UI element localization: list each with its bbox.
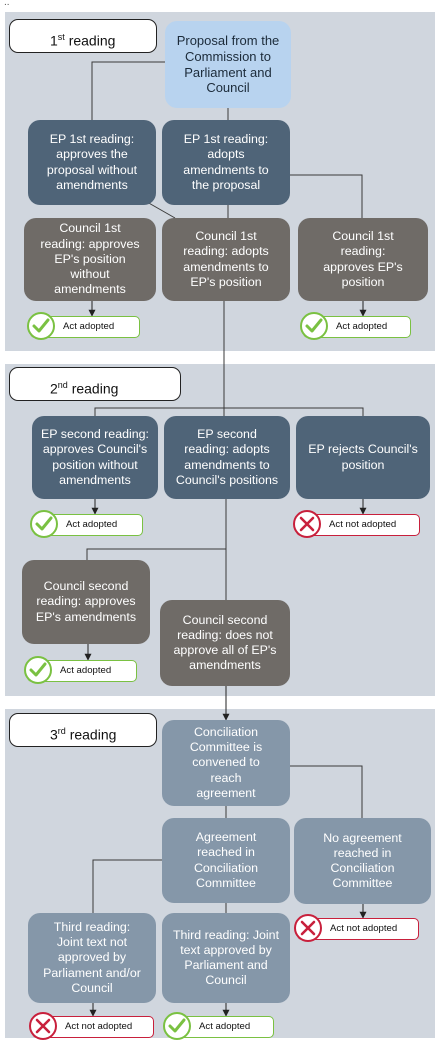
stage-first-reading: 1st reading bbox=[9, 19, 157, 53]
no-agreement-box: No agreement reached in Conciliation Com… bbox=[294, 818, 431, 904]
cross-icon bbox=[29, 1012, 57, 1040]
council1-approves-box: Council 1st reading: approves EP's posit… bbox=[298, 218, 428, 301]
stage-ordinal: 1 bbox=[50, 32, 58, 49]
council1-approves-ep-box: Council 1st reading: approves EP's posit… bbox=[24, 218, 156, 301]
outcome-label: Act adopted bbox=[63, 321, 115, 332]
council2-approves-box: Council second reading: approves EP's am… bbox=[22, 560, 150, 644]
outcome-not-adopted: Act not adopted bbox=[293, 510, 420, 538]
check-icon bbox=[163, 1012, 191, 1040]
outcome-label: Act adopted bbox=[66, 519, 118, 530]
outcome-adopted: Act adopted bbox=[300, 312, 411, 340]
line-conciliation-to-no-agreement bbox=[290, 765, 363, 818]
cross-icon bbox=[293, 510, 321, 538]
check-icon bbox=[300, 312, 328, 340]
line-agreement-to-not-approved bbox=[92, 859, 162, 913]
stage-second-reading: 2nd reading bbox=[9, 367, 181, 401]
outcome-label: Act adopted bbox=[336, 321, 388, 332]
corner-mark: .. bbox=[4, 0, 10, 8]
third-approved-box: Third reading: Joint text approved by Pa… bbox=[162, 913, 290, 1003]
line-ep2-to-rejects bbox=[94, 407, 364, 416]
stage-word: reading bbox=[64, 32, 116, 49]
line-ep1-adopts-to-council1-approves bbox=[290, 174, 363, 218]
outcome-not-adopted: Act not adopted bbox=[294, 914, 419, 942]
conciliation-box: Conciliation Committee is convened to re… bbox=[162, 720, 290, 806]
ep1-adopts-box: EP 1st reading: adopts amendments to the… bbox=[162, 120, 290, 205]
council2-not-all-box: Council second reading: does not approve… bbox=[160, 600, 290, 686]
check-icon bbox=[27, 312, 55, 340]
stage-suffix: st bbox=[57, 32, 65, 42]
outcome-label: Act not adopted bbox=[65, 1021, 133, 1032]
council1-adopts-box: Council 1st reading: adopts amendments t… bbox=[162, 218, 290, 301]
stage-word: reading bbox=[67, 380, 119, 397]
check-icon bbox=[24, 656, 52, 684]
third-not-approved-box: Third reading: Joint text not approved b… bbox=[28, 913, 156, 1003]
ep2-adopts-box: EP second reading: adopts amendments to … bbox=[164, 416, 290, 499]
outcome-adopted: Act adopted bbox=[30, 510, 143, 538]
outcome-not-adopted: Act not adopted bbox=[29, 1012, 154, 1040]
outcome-adopted: Act adopted bbox=[163, 1012, 274, 1040]
line-to-council2-approves bbox=[86, 548, 226, 560]
agreement-box: Agreement reached in Conciliation Commit… bbox=[162, 818, 290, 903]
stage-suffix: nd bbox=[57, 380, 68, 390]
stage-ordinal: 2 bbox=[50, 380, 58, 397]
stage-ordinal: 3 bbox=[50, 726, 58, 743]
proposal-box: Proposal from the Commission to Parliame… bbox=[165, 21, 291, 108]
check-icon bbox=[30, 510, 58, 538]
outcome-label: Act not adopted bbox=[330, 923, 398, 934]
cross-icon bbox=[294, 914, 322, 942]
stage-word: reading bbox=[65, 726, 117, 743]
line-proposal-to-ep1-approves bbox=[91, 61, 165, 120]
ep1-approves-box: EP 1st reading: approves the proposal wi… bbox=[28, 120, 156, 205]
outcome-adopted: Act adopted bbox=[27, 312, 140, 340]
outcome-label: Act adopted bbox=[199, 1021, 251, 1032]
outcome-label: Act adopted bbox=[60, 665, 112, 676]
outcome-adopted: Act adopted bbox=[24, 656, 137, 684]
stage-suffix: rd bbox=[57, 726, 66, 736]
stage-third-reading: 3rd reading bbox=[9, 713, 157, 747]
outcome-label: Act not adopted bbox=[329, 519, 397, 530]
ep2-approves-box: EP second reading: approves Council's po… bbox=[32, 416, 158, 499]
ep2-rejects-box: EP rejects Council's position bbox=[296, 416, 430, 499]
